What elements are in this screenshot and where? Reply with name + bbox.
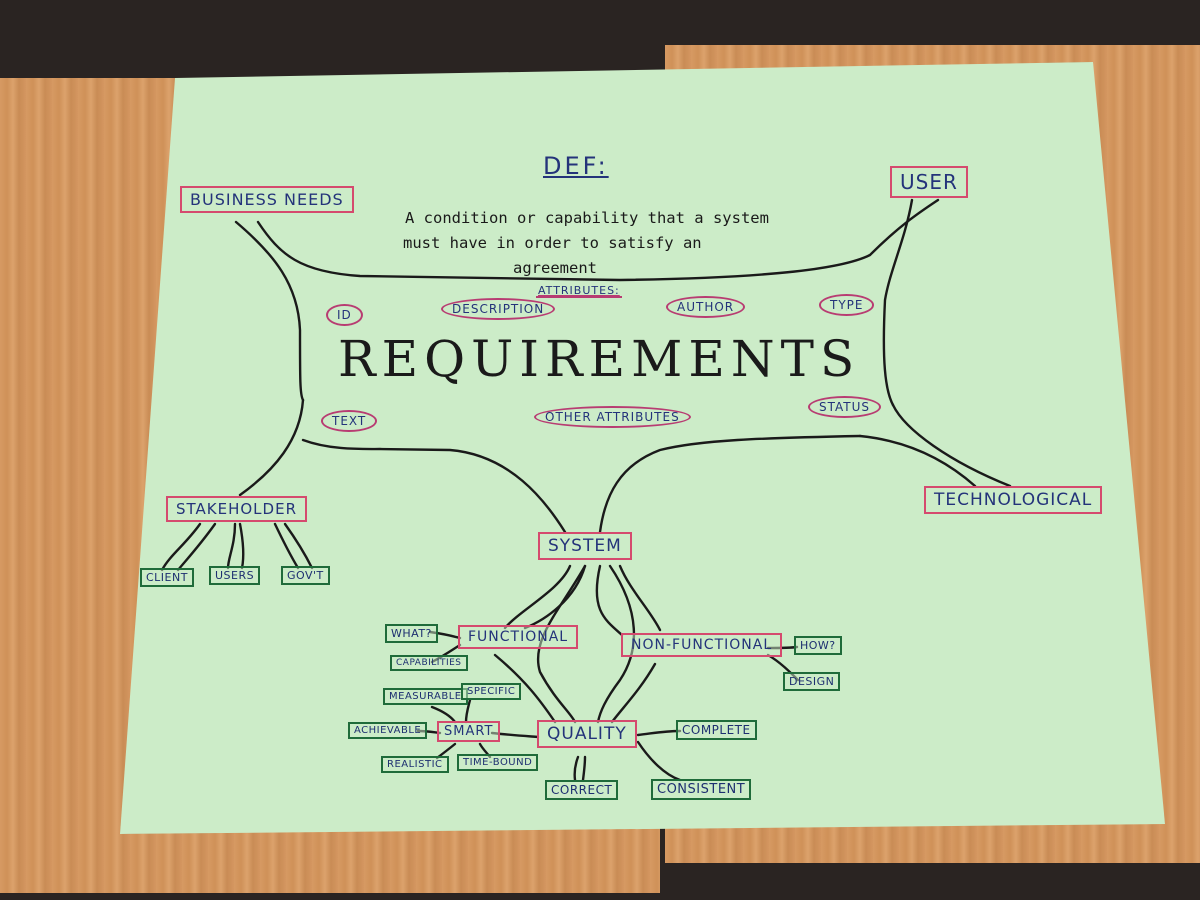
non-functional-how: HOW? (794, 636, 842, 655)
smart-measurable: MEASURABLE (383, 688, 468, 705)
smart-achievable: ACHIEVABLE (348, 722, 428, 739)
attribute-status: STATUS (808, 396, 882, 418)
attribute-author: AUTHOR (666, 296, 746, 318)
functional-node: FUNCTIONAL (458, 625, 579, 649)
requirements-title: REQUIREMENTS (338, 330, 861, 388)
quality-consistent: CONSISTENT (651, 779, 752, 800)
attribute-text: TEXT (321, 410, 378, 432)
connector-tech-upper (858, 434, 977, 488)
stakeholder-client: CLIENT (140, 568, 194, 587)
stakeholder-govt: GOV'T (281, 566, 330, 585)
system-node: SYSTEM (538, 532, 632, 560)
quality-correct: CORRECT (545, 780, 619, 800)
attribute-description: DESCRIPTION (441, 298, 556, 320)
technological-node: TECHNOLOGICAL (924, 486, 1103, 514)
stakeholder-node: STAKEHOLDER (166, 496, 307, 522)
smart-time-bound: TIME-BOUND (457, 754, 539, 771)
business-needs-node: BUSINESS NEEDS (180, 186, 354, 213)
attribute-id: ID (326, 304, 363, 326)
connector-business-user (256, 198, 940, 282)
connector-bottom-left (301, 438, 567, 534)
attributes-label: ATTRIBUTES: (538, 284, 620, 297)
non-functional-design: DESIGN (783, 672, 841, 691)
definition-line-2: must have in order to satisfy an (403, 234, 702, 252)
definition-line-3: agreement (513, 259, 597, 277)
attribute-other: OTHER ATTRIBUTES (534, 406, 691, 428)
connector-bottom-right (598, 434, 862, 534)
quality-complete: COMPLETE (676, 720, 757, 740)
connector-right-tech (891, 403, 1012, 488)
attribute-type: TYPE (819, 294, 875, 316)
smart-realistic: REALISTIC (381, 756, 449, 773)
smart-specific: SPECIFIC (461, 683, 522, 700)
definition-line-1: A condition or capability that a system (405, 209, 769, 227)
connector-left-stake (238, 398, 305, 497)
functional-what: WHAT? (385, 624, 438, 643)
non-functional-node: NON-FUNCTIONAL (621, 633, 783, 657)
quality-node: QUALITY (537, 720, 637, 748)
definition-heading: DEF: (543, 152, 609, 180)
connector-business-left (234, 220, 305, 402)
stakeholder-users: USERS (209, 566, 261, 585)
connector-user-right (882, 198, 914, 407)
user-node: USER (890, 166, 968, 198)
smart-node: SMART (437, 721, 501, 742)
functional-capabilities: CAPABILITIES (390, 655, 468, 671)
